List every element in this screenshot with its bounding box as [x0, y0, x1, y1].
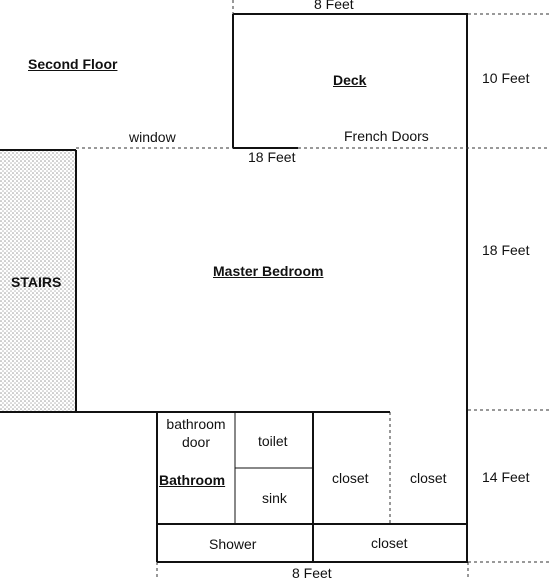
room-deck: Deck [333, 72, 367, 88]
closet-right-label: closet [410, 470, 447, 486]
stairs-area [0, 150, 76, 412]
window-label: window [129, 129, 176, 145]
floor-title: Second Floor [28, 56, 118, 72]
closet-bottom-label: closet [371, 535, 408, 551]
toilet-label: toilet [258, 433, 288, 449]
bathroom-door-label: bathroom door [166, 416, 226, 450]
closet-left-label: closet [332, 470, 369, 486]
dim-bath-width: 8 Feet [292, 565, 332, 581]
dim-bedroom-depth: 18 Feet [482, 242, 530, 258]
dim-bath-depth: 14 Feet [482, 469, 530, 485]
shower-label: Shower [209, 536, 257, 552]
deck-walls [232, 13, 468, 562]
dim-bedroom-width: 18 Feet [248, 149, 296, 165]
bath-closet-walls [156, 411, 468, 563]
room-stairs: STAIRS [11, 274, 62, 290]
french-doors-label: French Doors [344, 128, 429, 144]
dim-deck-width: 8 Feet [314, 0, 354, 12]
dim-deck-depth: 10 Feet [482, 70, 530, 86]
room-bathroom: Bathroom [159, 472, 226, 488]
bath-fixture-walls [234, 412, 313, 524]
dashed-guides [76, 0, 550, 578]
room-master-bedroom: Master Bedroom [213, 263, 324, 279]
sink-label: sink [262, 490, 287, 506]
stairs-walls [0, 149, 157, 413]
